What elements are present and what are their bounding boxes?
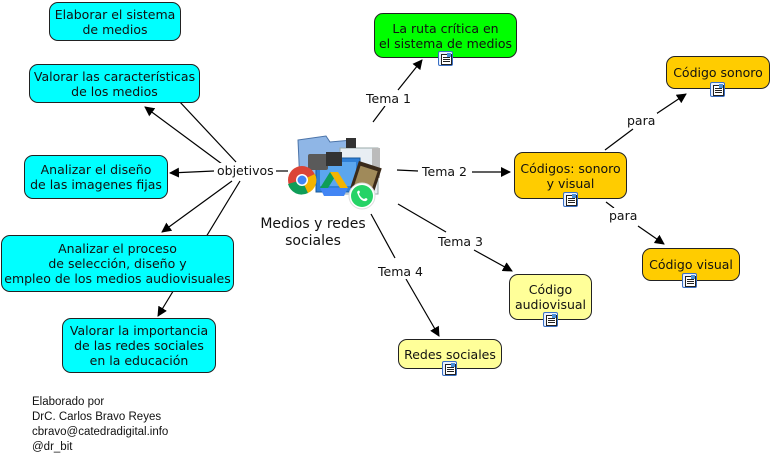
google-drive-icon (320, 172, 348, 196)
link-objetivos-valorar-car (144, 106, 223, 165)
tema1-link-label[interactable]: Tema 1 (364, 91, 413, 106)
link-tema3-audiovisual (473, 249, 513, 272)
tema3-link-label[interactable]: Tema 3 (436, 234, 485, 249)
objective-text: Valorar las características de los medio… (33, 68, 196, 99)
chrome-icon (288, 166, 317, 195)
link-center-tema2 (396, 169, 419, 172)
objective-node-valorar-redes[interactable]: Valorar la importancia de las redes soci… (62, 318, 216, 373)
objective-text: Analizar el diseño de las imagenes fijas (30, 162, 162, 192)
para-link-label-sonoro[interactable]: para (625, 113, 658, 128)
objective-text: Analizar el proceso de selección, diseño… (4, 241, 231, 286)
resource-document-icon[interactable] (682, 273, 697, 288)
code-text: Código visual (649, 257, 733, 272)
link-para1-sonoro (655, 93, 687, 115)
link-codigos-para2 (605, 201, 615, 209)
link-para2-visual (637, 225, 665, 245)
link-objetivos-analizar-proceso (161, 180, 233, 233)
tema4-link-label[interactable]: Tema 4 (376, 264, 425, 279)
objective-text: Elaborar el sistema de medios (54, 6, 176, 37)
topic-text: Códigos: sonoro y visual (520, 160, 621, 191)
author-handle: @dr_bit (32, 441, 73, 453)
link-center-tema3 (397, 203, 447, 233)
topic-node-ruta-critica[interactable]: La ruta crítica en el sistema de medios (374, 13, 517, 58)
objective-node-valorar-caracteristicas[interactable]: Valorar las características de los medio… (29, 64, 200, 103)
para-link-label-visual[interactable]: para (607, 208, 640, 223)
resource-document-icon[interactable] (563, 192, 578, 207)
objective-node-analizar-diseno[interactable]: Analizar el diseño de las imagenes fijas (24, 155, 168, 199)
central-concept-label[interactable]: Medios y redes sociales (260, 216, 366, 249)
author-email: cbravo@catedradigital.info (32, 426, 169, 438)
topic-text: Redes sociales (404, 346, 496, 362)
resource-document-icon[interactable] (543, 312, 558, 327)
tema2-link-label[interactable]: Tema 2 (420, 164, 469, 179)
whatsapp-icon (348, 182, 376, 210)
resource-document-icon[interactable] (710, 82, 725, 97)
objetivos-link-label[interactable]: objetivos (215, 163, 276, 178)
link-center-tema1 (372, 105, 386, 123)
author-line-1: Elaborado por (32, 396, 105, 408)
central-media-image (288, 135, 382, 210)
objective-node-analizar-proceso[interactable]: Analizar el proceso de selección, diseño… (1, 235, 234, 292)
code-text: Código sonoro (673, 65, 763, 80)
resource-document-icon[interactable] (442, 361, 457, 376)
link-codigos-para1 (604, 128, 634, 151)
author-credits: Elaborado por DrC. Carlos Bravo Reyes cb… (32, 395, 168, 455)
objective-text: Valorar la importancia de las redes soci… (69, 323, 209, 368)
topic-text: Código audiovisual (514, 282, 587, 312)
resource-document-icon[interactable] (438, 51, 453, 66)
link-tema1-ruta (397, 59, 423, 91)
link-tema4-redes (405, 278, 440, 337)
code-node-visual[interactable]: Código visual (642, 248, 740, 281)
objective-node-elaborar[interactable]: Elaborar el sistema de medios (49, 2, 181, 41)
link-center-tema4 (370, 213, 396, 259)
topic-text: La ruta crítica en el sistema de medios (378, 20, 513, 51)
author-name: DrC. Carlos Bravo Reyes (32, 411, 162, 423)
video-camera-icon (308, 152, 342, 170)
link-objetivos-analizar-diseno (169, 167, 215, 178)
